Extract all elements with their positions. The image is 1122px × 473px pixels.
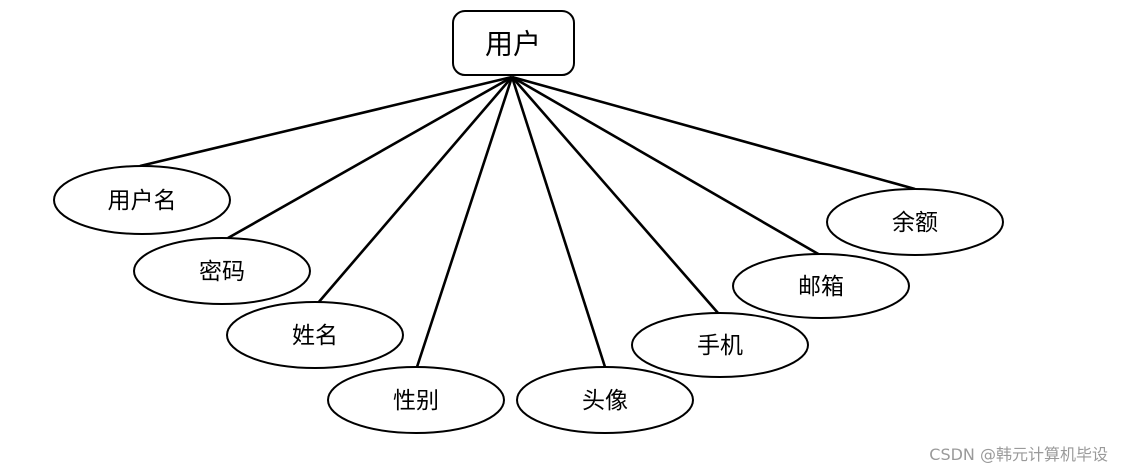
attribute-label: 手机 (697, 333, 743, 359)
attribute-label: 邮箱 (798, 274, 844, 300)
attribute-password: 密码 (133, 237, 311, 305)
attribute-ellipse (226, 301, 404, 369)
entity-label: 用户 (485, 28, 541, 61)
attribute-gender: 性别 (327, 366, 505, 434)
entity-user: 用户 (452, 10, 575, 76)
attribute-label: 用户名 (108, 188, 177, 214)
edge-password (227, 75, 513, 240)
attribute-ellipse (826, 188, 1004, 256)
attribute-label: 性别 (393, 388, 439, 414)
edge-gender (415, 76, 514, 368)
connector-lines (139, 75, 916, 368)
attribute-ellipse (53, 165, 231, 235)
edge-email (511, 75, 821, 257)
attribute-ellipse (133, 237, 311, 305)
entity-box (452, 10, 575, 76)
attribute-avatar: 头像 (516, 366, 694, 434)
edge-username (139, 75, 513, 168)
watermark: CSDN @韩元计算机毕设 (929, 445, 1108, 464)
edge-balance (511, 75, 916, 191)
attribute-label: 余额 (892, 210, 938, 236)
attribute-name: 姓名 (226, 301, 404, 369)
attribute-email: 邮箱 (732, 253, 910, 319)
attribute-label: 密码 (199, 259, 245, 285)
attribute-label: 头像 (582, 388, 628, 414)
attribute-ellipse (327, 366, 505, 434)
attribute-username: 用户名 (53, 165, 231, 235)
edge-name (317, 76, 513, 304)
attribute-phone: 手机 (631, 312, 809, 378)
attribute-ellipse (732, 253, 910, 319)
attribute-ellipse (516, 366, 694, 434)
attribute-ellipse (631, 312, 809, 378)
attribute-balance: 余额 (826, 188, 1004, 256)
edge-avatar (510, 76, 607, 368)
edge-phone (511, 76, 719, 314)
attribute-label: 姓名 (292, 323, 338, 349)
